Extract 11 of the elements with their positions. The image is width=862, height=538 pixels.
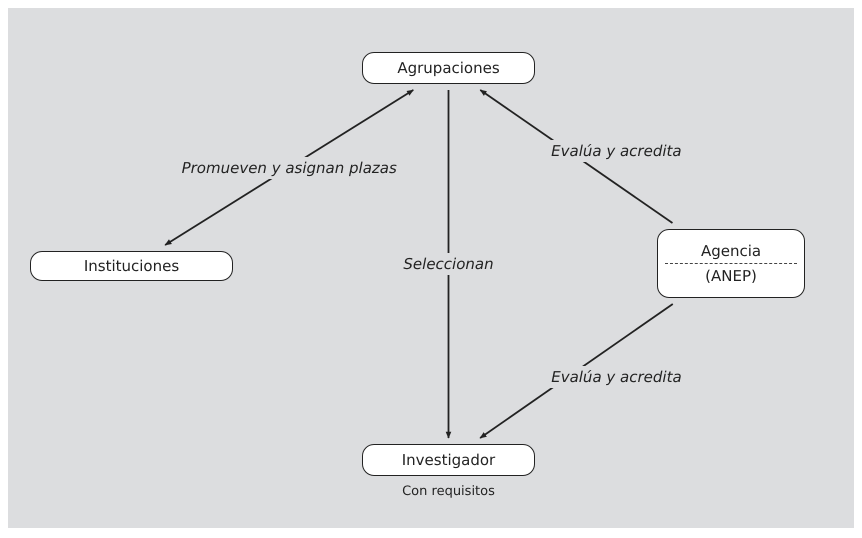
divided-box	[657, 229, 805, 298]
rounded-box	[362, 444, 535, 476]
node-label: Agencia	[700, 242, 762, 260]
node-label: Instituciones	[82, 257, 180, 275]
rounded-box	[30, 251, 233, 281]
node-label: Agrupaciones	[396, 59, 501, 77]
node-label: (ANEP)	[704, 267, 758, 285]
node-label: Investigador	[400, 451, 496, 469]
rounded-box	[362, 52, 535, 84]
node-caption: Con requisitos	[402, 484, 495, 499]
arrow	[446, 90, 452, 439]
